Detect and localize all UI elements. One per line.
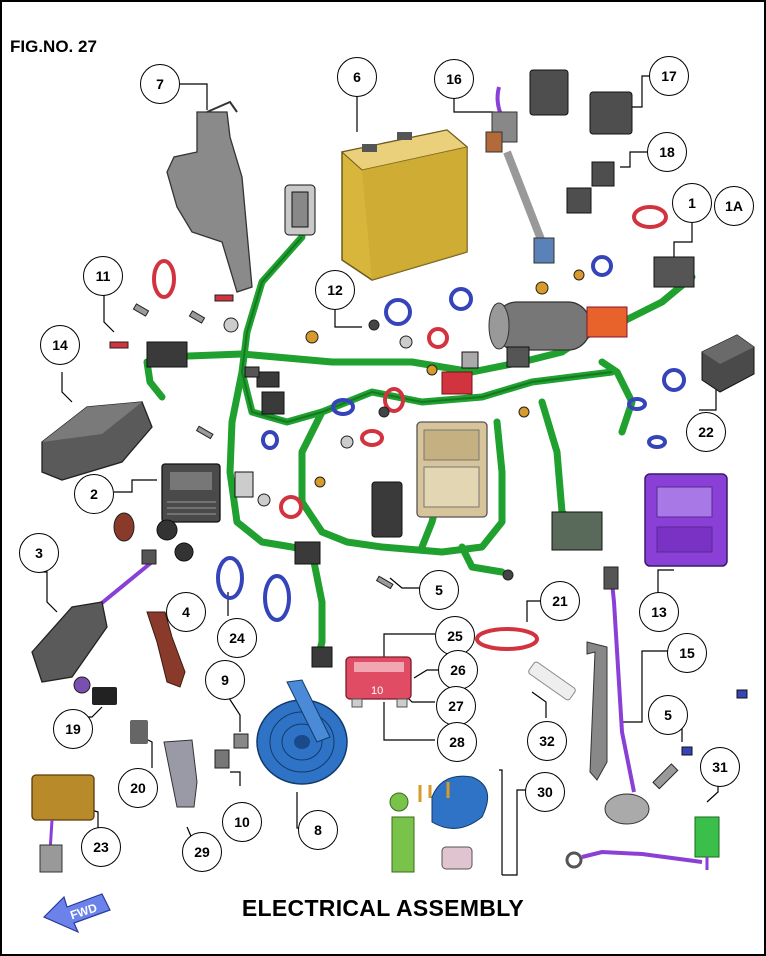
- control-unit-14: [41, 401, 153, 481]
- callout-11: 11: [83, 256, 123, 296]
- callout-19: 19: [53, 709, 93, 749]
- glass-fuse-32: [528, 661, 576, 701]
- battery: [340, 129, 469, 281]
- sensor-23: [31, 774, 95, 873]
- harness-shading: [240, 236, 613, 424]
- callout-15: 15: [667, 633, 707, 673]
- bolts: [109, 269, 679, 790]
- callout-20: 20: [118, 768, 158, 808]
- horn-8: [256, 679, 348, 785]
- callout-31: 31: [700, 747, 740, 787]
- callout-25: 25: [435, 616, 475, 656]
- callout-1: 1: [672, 183, 712, 223]
- sensor-16: [485, 86, 555, 264]
- blue-clips: [216, 255, 686, 622]
- battery-cable-31: [565, 816, 720, 870]
- bracket-29: [163, 739, 198, 808]
- callout-12: 12: [315, 270, 355, 310]
- callout-10: 10: [222, 802, 262, 842]
- callout-2: 2: [74, 474, 114, 514]
- diagram-title: ELECTRICAL ASSEMBLY: [241, 895, 525, 921]
- callout-7: 7: [140, 64, 180, 104]
- callout-29: 29: [182, 832, 222, 872]
- callout-18: 18: [647, 132, 687, 172]
- callout-9: 9: [205, 660, 245, 700]
- harness-connectors: [146, 184, 695, 668]
- callout-30: 30: [525, 772, 565, 812]
- callout-32: 32: [527, 721, 567, 761]
- red-clips: [152, 205, 668, 651]
- grommets: [92, 512, 249, 769]
- figure-label: FIG.NO. 27: [10, 37, 97, 56]
- cylinder-component: [488, 301, 628, 351]
- callout-14: 14: [40, 325, 80, 365]
- callout-5-right: 5: [648, 695, 688, 735]
- relay-22: [701, 334, 755, 393]
- bracket: [166, 100, 253, 293]
- ignition-coil-3: [31, 549, 157, 694]
- regulator-2: [161, 463, 221, 523]
- callout-8: 8: [298, 810, 338, 850]
- callout-28: 28: [437, 722, 477, 762]
- fuse-box: [416, 371, 488, 518]
- callout-23: 23: [81, 827, 121, 867]
- callout-24: 24: [217, 618, 257, 658]
- callout-26: 26: [438, 650, 478, 690]
- callout-27: 27: [436, 686, 476, 726]
- callout-6: 6: [337, 57, 377, 97]
- callout-22: 22: [686, 412, 726, 452]
- callout-13: 13: [639, 592, 679, 632]
- callout-17: 17: [649, 56, 689, 96]
- fwd-arrow: FWD: [42, 893, 111, 934]
- fuse: 10: [345, 656, 412, 708]
- callout-3: 3: [19, 533, 59, 573]
- relays-17-18: [529, 69, 633, 214]
- ecu: [644, 473, 728, 567]
- callout-21: 21: [540, 581, 580, 621]
- callout-4: 4: [166, 592, 206, 632]
- bracket-15: [586, 566, 650, 825]
- callout-16: 16: [434, 59, 474, 99]
- fuse-rating-label: 10: [371, 685, 383, 697]
- callout-1a: 1A: [714, 186, 754, 226]
- ignition-switch-30: [389, 775, 489, 873]
- callout-5-center: 5: [419, 570, 459, 610]
